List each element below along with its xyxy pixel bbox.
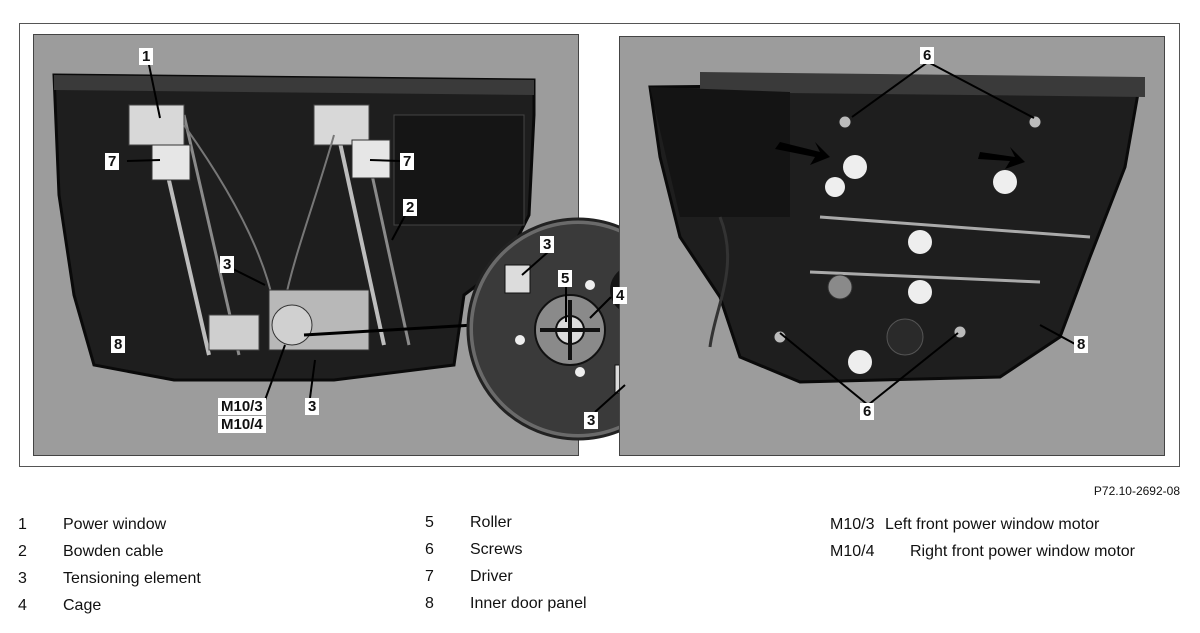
door-left-illustration	[34, 35, 578, 455]
legend-text: Bowden cable	[63, 543, 164, 560]
legend-number: 4	[18, 597, 27, 614]
figure-reference: P72.10-2692-08	[1093, 484, 1180, 498]
legend-number: 3	[18, 570, 27, 587]
legend-number: M10/3	[830, 516, 875, 533]
callout-m10-4: M10/4	[218, 416, 266, 433]
legend-text: Inner door panel	[470, 595, 587, 612]
door-photo-left	[33, 34, 579, 456]
callout-3-lower: 3	[305, 398, 320, 415]
legend-text: Cage	[63, 597, 102, 614]
callout-6-bottom: 6	[860, 403, 875, 420]
legend-number: M10/4	[830, 543, 875, 560]
callout-7-left: 7	[105, 153, 120, 170]
callout-3-upper: 3	[220, 256, 235, 273]
callout-7-right: 7	[400, 153, 415, 170]
legend-number: 8	[425, 595, 434, 612]
callout-1: 1	[139, 48, 154, 65]
callout-6-top: 6	[920, 47, 935, 64]
inset-callout-3-bottom: 3	[584, 412, 599, 429]
legend-text: Right front power window motor	[910, 543, 1135, 560]
legend-text: Roller	[470, 514, 512, 531]
inset-callout-5: 5	[558, 270, 573, 287]
legend-number: 2	[18, 543, 27, 560]
door-photo-right	[619, 36, 1165, 456]
legend-text: Left front power window motor	[885, 516, 1100, 533]
legend-number: 7	[425, 568, 434, 585]
door-right-illustration	[620, 37, 1164, 455]
legend-number: 1	[18, 516, 27, 533]
callout-8-right: 8	[1074, 336, 1089, 353]
legend-text: Tensioning element	[63, 570, 201, 587]
inset-callout-4: 4	[613, 287, 628, 304]
legend-text: Power window	[63, 516, 167, 533]
callout-8-left: 8	[111, 336, 126, 353]
legend-text: Screws	[470, 541, 523, 558]
legend-number: 5	[425, 514, 434, 531]
inset-callout-3-top: 3	[540, 236, 555, 253]
legend-number: 6	[425, 541, 434, 558]
callout-m10-3: M10/3	[218, 398, 266, 415]
callout-2: 2	[403, 199, 418, 216]
legend-text: Driver	[470, 568, 513, 585]
